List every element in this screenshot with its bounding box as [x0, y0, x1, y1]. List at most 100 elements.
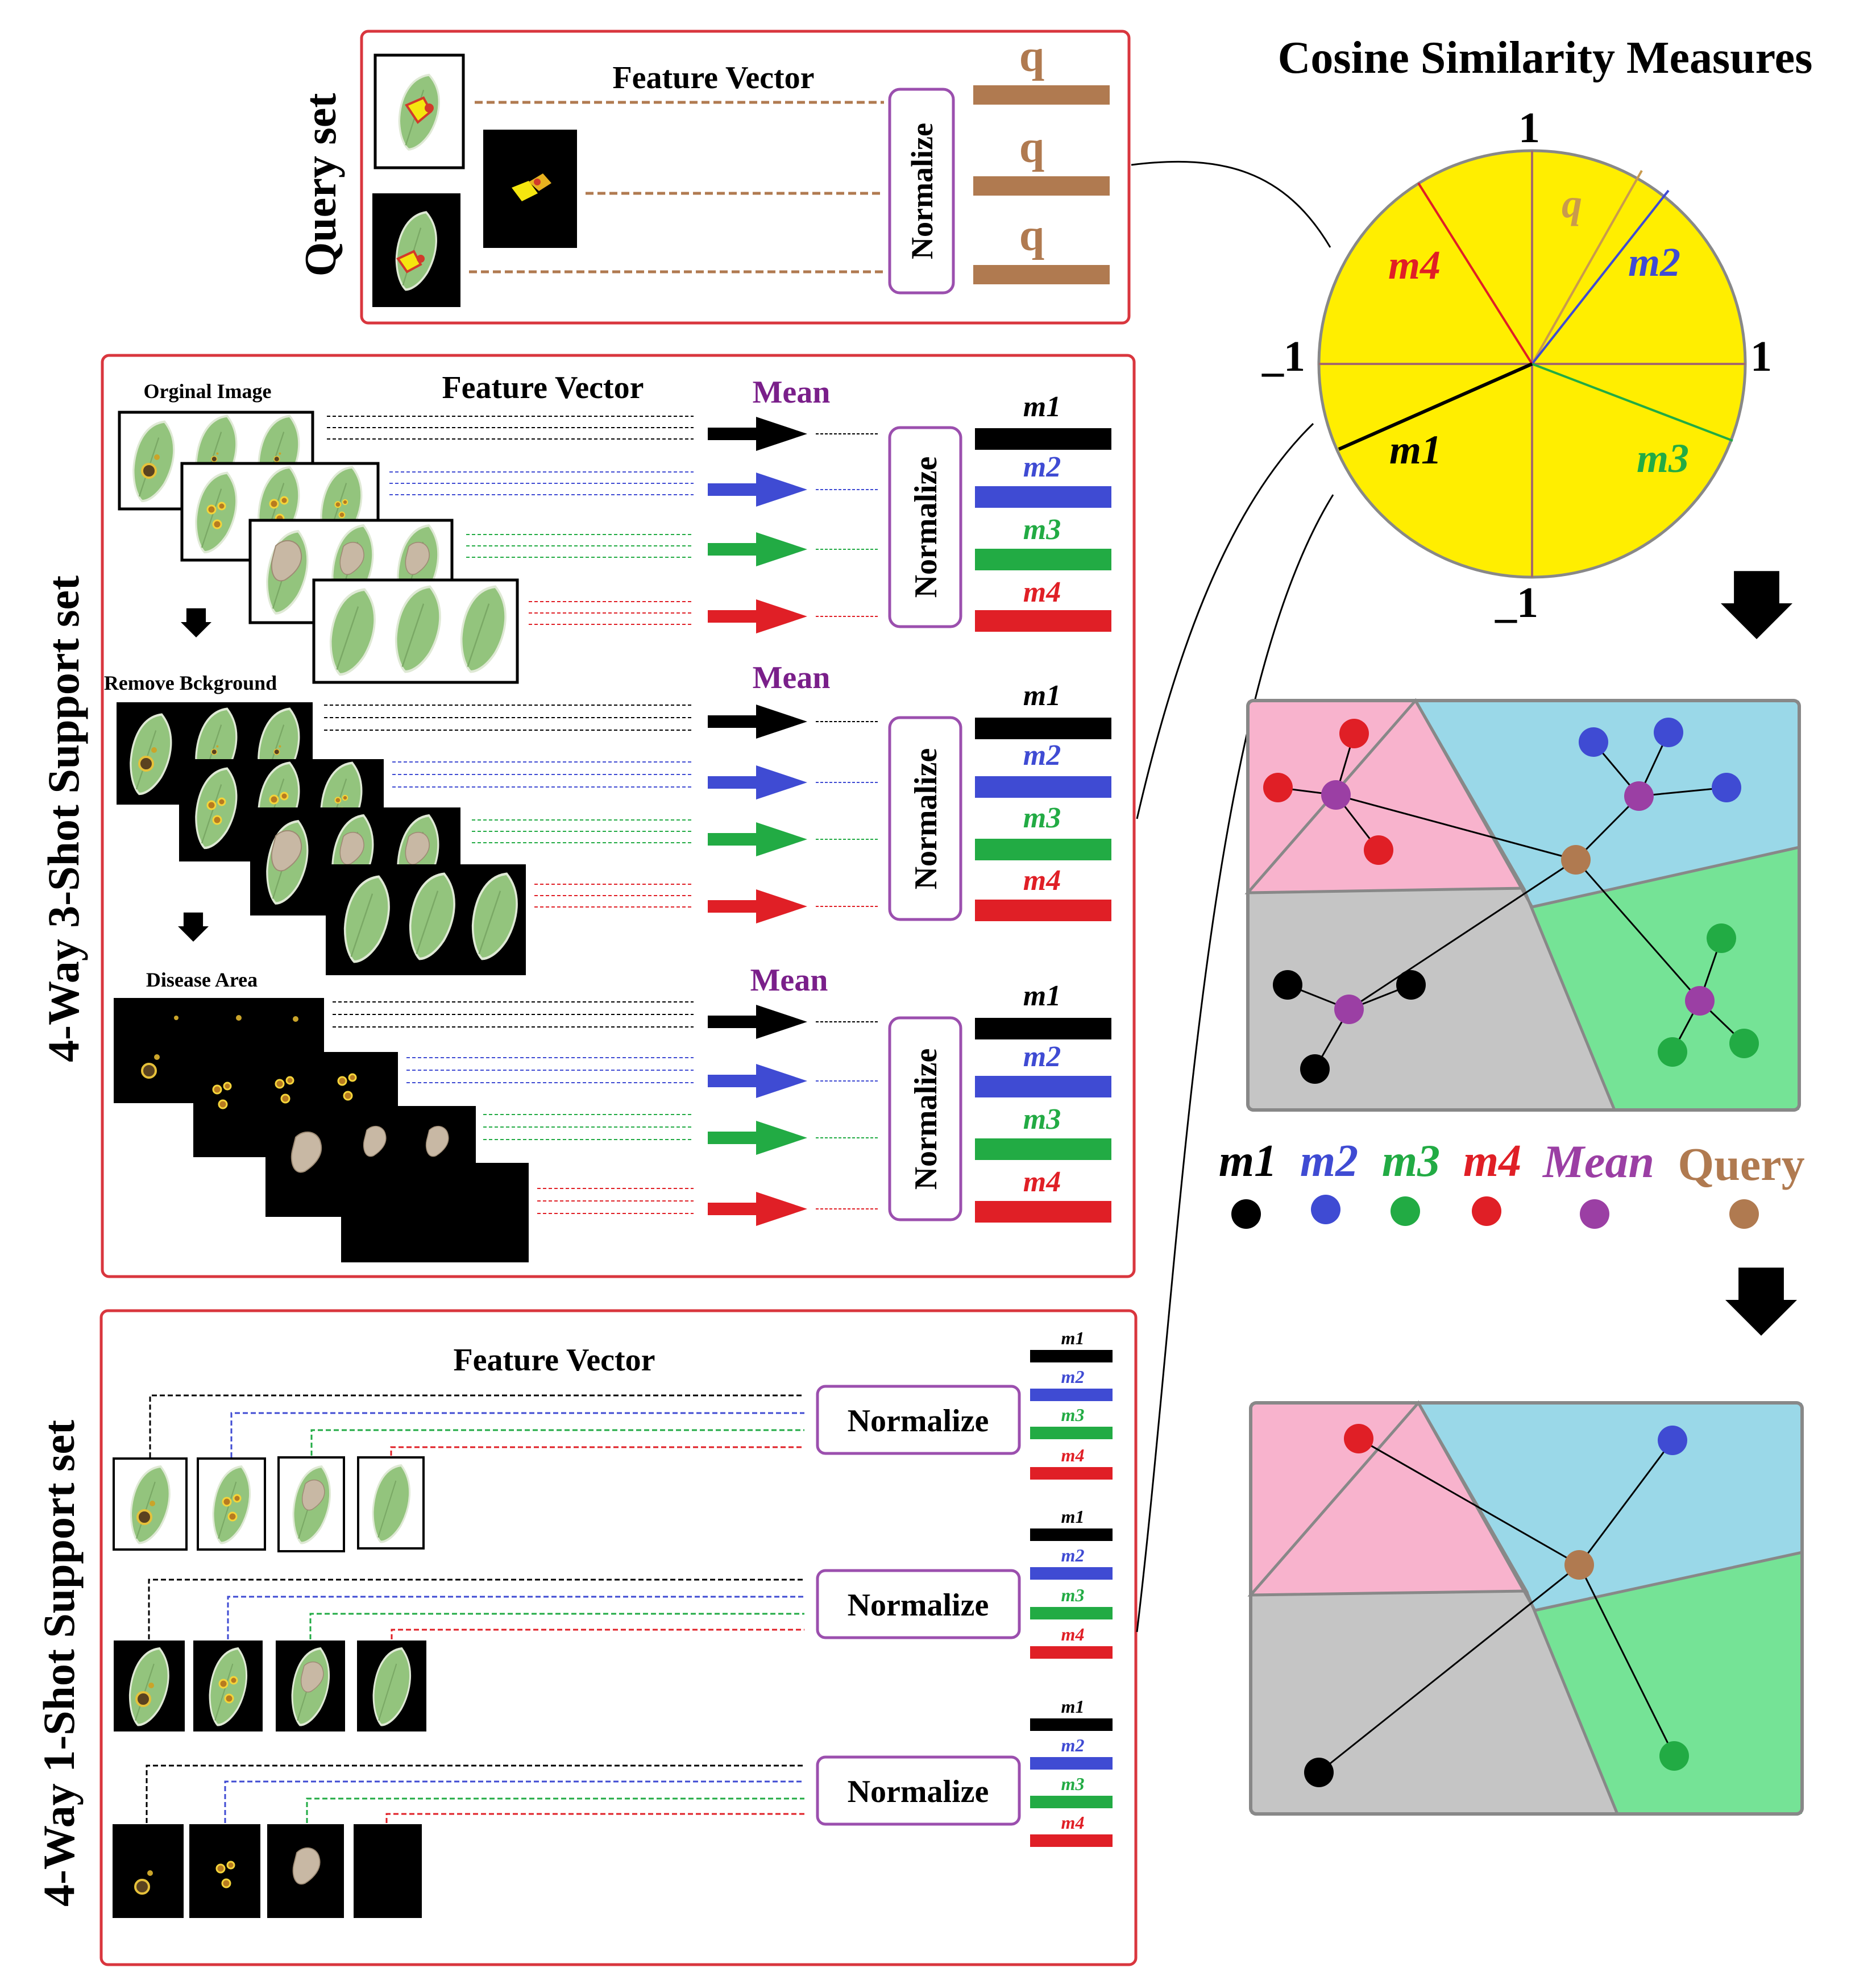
query-image-no-background [372, 193, 460, 307]
svg-text:Normalize: Normalize [848, 1403, 989, 1439]
axis-label-right: 1 [1750, 333, 1772, 380]
svg-text:Normalize: Normalize [848, 1774, 989, 1809]
three-shot-frame [101, 354, 1136, 1278]
three-shot-normalize-1: Normalize [888, 426, 962, 628]
svg-text:m3: m3 [1023, 513, 1061, 546]
legend-label-mean: Mean [1542, 1136, 1654, 1187]
one-shot-panel: 4-Way 1-Shot Support set Feature Vector [34, 1309, 1138, 1966]
svg-text:m2: m2 [1023, 451, 1061, 483]
svg-text:m3: m3 [1023, 802, 1061, 834]
one-shot-normalize-1: Normalize [816, 1385, 1021, 1455]
axis-label-left: _1 [1261, 333, 1305, 380]
svg-text:m2: m2 [1061, 1735, 1085, 1755]
one-shot-frame [99, 1309, 1138, 1966]
three-shot-normalize-3: Normalize [888, 1016, 962, 1221]
stage-label-original: Orginal Image [144, 380, 272, 403]
embedding-map-three-shot [1244, 698, 1801, 1112]
query-set-title: Query set [296, 93, 345, 277]
legend-label-m3: m3 [1382, 1136, 1440, 1186]
svg-text:m4: m4 [1023, 864, 1061, 897]
stage-down-arrow-1 [181, 608, 211, 637]
post-arrow-dashes [816, 433, 878, 1209]
one-shot-row-original [113, 1456, 425, 1552]
svg-text:q: q [1019, 31, 1045, 81]
svg-text:Normalize: Normalize [905, 123, 939, 259]
one-shot-normalize-2: Normalize [816, 1569, 1021, 1639]
three-shot-vectors-3: m1 m2 m3 m4 [975, 980, 1111, 1223]
flow-down-arrow-2 [1725, 1267, 1797, 1336]
query-feature-vector-label: Feature Vector [612, 60, 814, 96]
legend-label-query: Query [1678, 1138, 1804, 1190]
svg-text:m4: m4 [1023, 1166, 1061, 1198]
svg-text:m2: m2 [1061, 1366, 1085, 1387]
three-shot-panel: 4-Way 3-Shot Support set Orginal Image R… [39, 354, 1136, 1278]
three-shot-vectors-1: m1 m2 m3 m4 [975, 391, 1111, 632]
svg-text:m4: m4 [1061, 1624, 1085, 1644]
svg-text:m2: m2 [1023, 739, 1061, 772]
three-shot-feature-lines [324, 416, 694, 1214]
svg-text:Normalize: Normalize [848, 1588, 989, 1623]
background-removed-stack [117, 701, 526, 975]
svg-text:m1: m1 [1023, 980, 1061, 1012]
svg-text:Normalize: Normalize [908, 1049, 944, 1190]
query-frame [360, 30, 1131, 325]
svg-text:m3: m3 [1061, 1774, 1085, 1794]
axis-label-bottom: _1 [1495, 579, 1538, 627]
one-shot-vectors-2: m1 m2 m3 m4 [1030, 1506, 1113, 1659]
svg-text:m2: m2 [1023, 1041, 1061, 1073]
svg-text:q: q [1019, 122, 1045, 172]
one-shot-title: 4-Way 1-Shot Support set [34, 1420, 84, 1907]
svg-text:m1: m1 [1061, 1506, 1085, 1527]
svg-text:m2: m2 [1061, 1545, 1085, 1565]
one-shot-vectors-3: m1 m2 m3 m4 [1030, 1696, 1113, 1847]
svg-text:m4: m4 [1061, 1445, 1085, 1465]
one-shot-normalize-3: Normalize [816, 1755, 1021, 1826]
connector-lines [1131, 160, 1334, 1633]
svg-text:m3: m3 [1061, 1585, 1085, 1605]
legend-label-m2: m2 [1300, 1136, 1358, 1186]
query-normalize-box: Normalize [888, 88, 955, 295]
svg-text:m3: m3 [1061, 1405, 1085, 1425]
cosine-label-m4: m4 [1388, 242, 1441, 288]
legend: m1 m2 m3 m4 Mean Query [1219, 1136, 1805, 1229]
cosine-label-m1: m1 [1389, 427, 1442, 473]
disease-area-stack [114, 998, 529, 1262]
mean-label-stage-1: Mean [753, 375, 831, 410]
one-shot-row-no-background [114, 1641, 426, 1733]
one-shot-feature-lines [146, 1394, 804, 1823]
cosine-label-m2: m2 [1628, 239, 1680, 285]
query-image-original [373, 53, 465, 169]
mean-label-stage-3: Mean [750, 963, 828, 998]
stage-label-remove-background: Remove Bckground [104, 672, 277, 694]
mean-arrows [708, 417, 807, 1226]
cosine-similarity-panel: Cosine Similarity Measures 1 1 _1 _1 q m… [1261, 33, 1812, 627]
svg-text:m1: m1 [1023, 391, 1061, 423]
query-set-panel: Query set Feature Vector Norma [296, 30, 1131, 325]
query-feature-lines [469, 101, 884, 274]
svg-text:Normalize: Normalize [908, 457, 944, 598]
three-shot-title: 4-Way 3-Shot Support set [39, 575, 88, 1062]
query-image-disease-area [483, 130, 577, 248]
legend-label-m1: m1 [1219, 1136, 1277, 1186]
svg-text:m1: m1 [1061, 1328, 1085, 1348]
embedding-map-one-shot [1247, 1400, 1804, 1816]
mean-label-stage-2: Mean [753, 660, 831, 695]
svg-text:m4: m4 [1061, 1812, 1085, 1833]
one-shot-feature-vector-label: Feature Vector [453, 1343, 655, 1378]
svg-text:q: q [1019, 210, 1045, 260]
cosine-vectors [1338, 170, 1733, 451]
cosine-title: Cosine Similarity Measures [1278, 33, 1813, 83]
query-vectors: q q q [973, 31, 1110, 284]
original-image-stack [118, 408, 519, 683]
three-shot-normalize-2: Normalize [888, 716, 962, 921]
one-shot-vectors-1: m1 m2 m3 m4 [1030, 1328, 1113, 1480]
flow-down-arrow-1 [1721, 571, 1792, 639]
cosine-label-q: q [1562, 181, 1582, 226]
svg-text:m1: m1 [1061, 1696, 1085, 1717]
three-shot-vectors-2: m1 m2 m3 m4 [975, 680, 1111, 921]
svg-text:m4: m4 [1023, 576, 1061, 608]
legend-label-m4: m4 [1463, 1136, 1521, 1186]
svg-text:m3: m3 [1023, 1103, 1061, 1136]
three-shot-feature-vector-label: Feature Vector [442, 370, 644, 405]
